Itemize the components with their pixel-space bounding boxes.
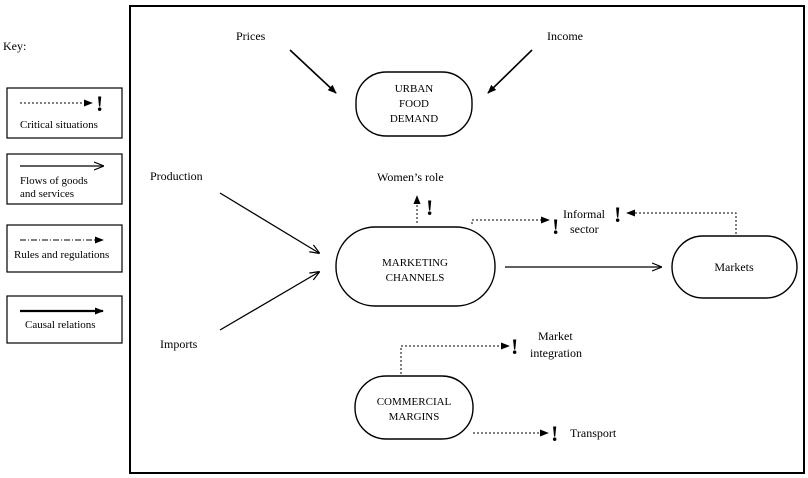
arrow-markets-to-informal <box>626 209 737 234</box>
key-flows-of-goods: Flows of goods and services <box>6 153 123 205</box>
critical-womens-role: ! <box>426 195 433 220</box>
label-informal-line1: Informal <box>563 207 606 221</box>
key-critical-situations: ! Critical situations <box>6 87 123 139</box>
critical-informal-right: ! <box>614 202 621 227</box>
node-urban-food-demand: URBAN FOOD DEMAND <box>355 71 473 137</box>
critical-informal-left: ! <box>552 214 559 239</box>
key-critical-mark: ! <box>96 91 103 116</box>
key-critical-label: Critical situations <box>20 119 98 131</box>
arrow-prices-to-demand <box>289 49 337 94</box>
key-flows-label-line2: and services <box>20 188 74 200</box>
label-income: Income <box>547 29 583 43</box>
arrow-imports-to-channels <box>219 272 319 331</box>
arrow-margins-to-integration <box>400 342 510 374</box>
arrow-channels-to-informal <box>471 216 550 224</box>
critical-market-integration: ! <box>511 334 518 359</box>
key-rules-and-regulations: Rules and regulations <box>6 224 123 273</box>
arrow-income-to-demand <box>487 49 533 94</box>
critical-transport: ! <box>551 421 558 446</box>
urban-line1: URBAN <box>395 83 434 95</box>
key-rules-label: Rules and regulations <box>14 249 109 261</box>
urban-line3: DEMAND <box>390 113 438 125</box>
marketing-line1: MARKETING <box>382 257 448 269</box>
label-prices: Prices <box>236 29 266 43</box>
diagram-frame <box>129 5 805 474</box>
label-womens-role: Women’s role <box>377 170 444 184</box>
label-market-integration-line2: integration <box>530 346 582 360</box>
node-marketing-channels: MARKETING CHANNELS <box>335 226 496 307</box>
marketing-line2: CHANNELS <box>386 272 445 284</box>
label-imports: Imports <box>160 337 198 351</box>
key-title: Key: <box>3 39 26 53</box>
node-commercial-margins: COMMERCIAL MARGINS <box>354 375 474 440</box>
label-informal-line2: sector <box>570 222 599 236</box>
node-markets: Markets <box>671 235 798 299</box>
key-causal-relations: Causal relations <box>6 295 123 344</box>
arrow-production-to-channels <box>219 192 319 253</box>
markets-label: Markets <box>714 260 754 274</box>
urban-line2: FOOD <box>399 98 429 110</box>
commercial-line1: COMMERCIAL <box>377 396 452 408</box>
key-causal-label: Causal relations <box>25 319 96 331</box>
label-market-integration-line1: Market <box>538 329 573 343</box>
key-flows-label-line1: Flows of goods <box>20 175 88 187</box>
commercial-line2: MARGINS <box>389 411 440 423</box>
label-production: Production <box>150 169 203 183</box>
label-transport: Transport <box>570 426 617 440</box>
